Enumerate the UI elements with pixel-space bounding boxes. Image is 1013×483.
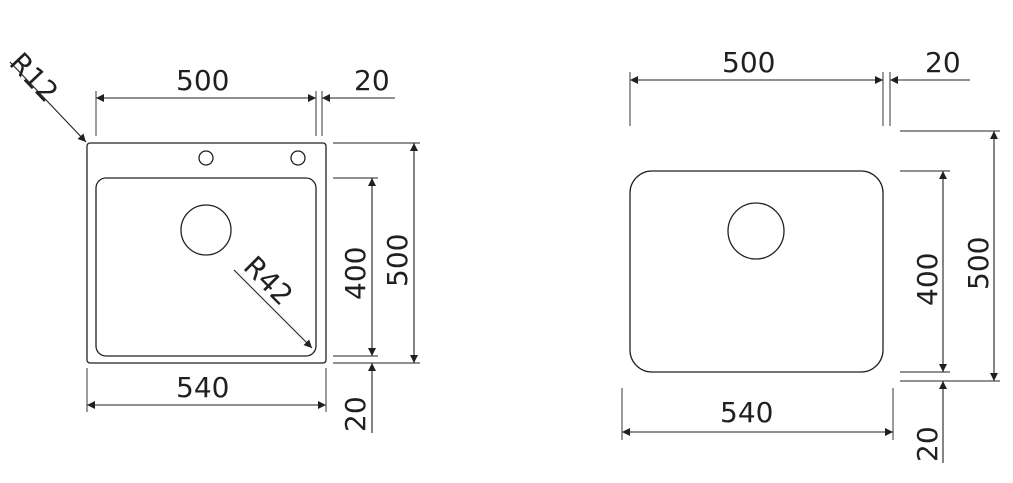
right-drain — [727, 202, 785, 260]
left-r12-leader — [9, 61, 87, 143]
left-400-label: 400 — [339, 247, 372, 300]
left-drain — [180, 204, 232, 256]
right-400-label: 400 — [911, 253, 944, 306]
left-r42-leader — [233, 269, 313, 349]
left-r42-label: R42 — [237, 250, 299, 312]
left-sink-view: R12 R42 500 20 540 400 500 20 — [3, 46, 420, 433]
left-20-vertical-label: 20 — [339, 396, 372, 432]
right-sink-view: 500 20 540 400 500 20 — [621, 46, 1000, 463]
left-top-500-label: 500 — [176, 64, 229, 97]
right-top-500-label: 500 — [722, 46, 775, 79]
left-500-vertical-label: 500 — [381, 234, 414, 287]
left-r12-label: R12 — [3, 46, 65, 109]
right-20-vertical-label: 20 — [911, 426, 944, 462]
right-500-vertical-label: 500 — [962, 237, 995, 290]
right-sink-bowl — [629, 170, 884, 373]
right-bottom-540-label: 540 — [720, 396, 773, 429]
left-sink-flange — [86, 142, 327, 364]
left-top-20-label: 20 — [354, 64, 390, 97]
left-bottom-540-label: 540 — [176, 371, 229, 404]
right-top-20-label: 20 — [925, 46, 961, 79]
left-sink-bowl — [95, 177, 317, 357]
left-tap-hole-1 — [198, 150, 214, 166]
left-tap-hole-2 — [290, 150, 306, 166]
